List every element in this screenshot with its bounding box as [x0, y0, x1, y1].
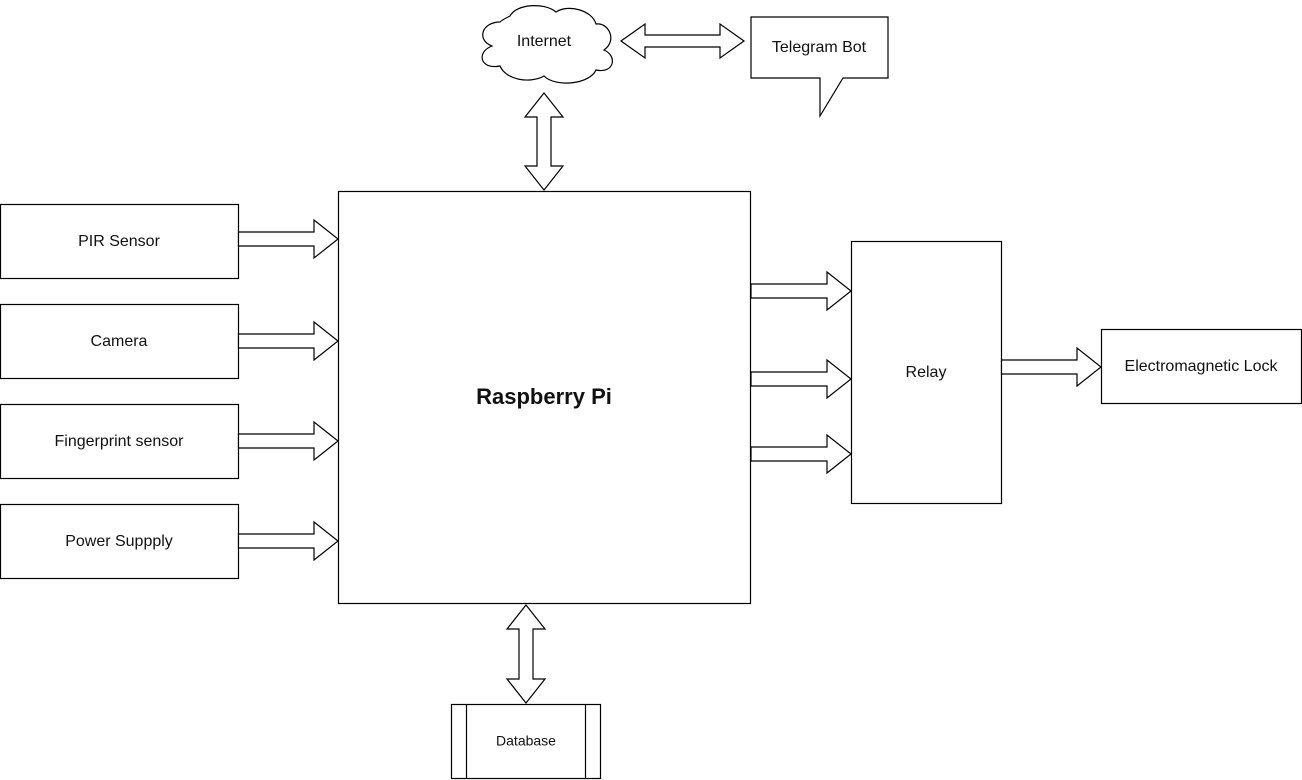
node-electromagnetic-lock[interactable]: Electromagnetic Lock: [1100, 328, 1302, 405]
edge-raspberry-pi-relay-1: [750, 270, 852, 312]
edge-fingerprint-raspberry-pi: [237, 420, 339, 462]
node-pir-sensor[interactable]: PIR Sensor: [0, 203, 240, 280]
power-supply-label: Power Suppply: [65, 533, 173, 550]
node-relay[interactable]: Relay: [850, 240, 1003, 505]
telegram-bot-label: Telegram Bot: [772, 39, 867, 56]
edge-internet-telegram-bot: [619, 22, 746, 60]
edge-pir-sensor-raspberry-pi: [237, 218, 339, 260]
database-label: Database: [496, 733, 556, 749]
edge-relay-electromagnetic-lock: [1000, 346, 1102, 388]
relay-label: Relay: [906, 364, 947, 381]
pir-sensor-label: PIR Sensor: [78, 233, 160, 250]
camera-label: Camera: [91, 333, 148, 350]
edge-internet-raspberry-pi: [523, 92, 565, 191]
edge-camera-raspberry-pi: [237, 320, 339, 362]
node-power-supply[interactable]: Power Suppply: [0, 503, 240, 580]
raspberry-pi-label: Raspberry Pi: [476, 384, 612, 409]
node-internet[interactable]: Internet: [481, 5, 613, 84]
node-database[interactable]: Database: [450, 703, 602, 780]
fingerprint-sensor-label: Fingerprint sensor: [55, 433, 185, 450]
node-fingerprint-sensor[interactable]: Fingerprint sensor: [0, 403, 240, 480]
edge-raspberry-pi-database: [505, 604, 547, 704]
node-telegram-bot[interactable]: Telegram Bot: [750, 16, 889, 119]
node-camera[interactable]: Camera: [0, 303, 240, 380]
internet-label: Internet: [517, 33, 572, 50]
edges: [237, 22, 1102, 704]
edge-power-supply-raspberry-pi: [237, 520, 339, 562]
node-raspberry-pi[interactable]: Raspberry Pi: [337, 190, 752, 605]
electromagnetic-lock-label: Electromagnetic Lock: [1125, 358, 1279, 375]
edge-raspberry-pi-relay-3: [750, 433, 852, 475]
edge-raspberry-pi-relay-2: [750, 358, 852, 400]
